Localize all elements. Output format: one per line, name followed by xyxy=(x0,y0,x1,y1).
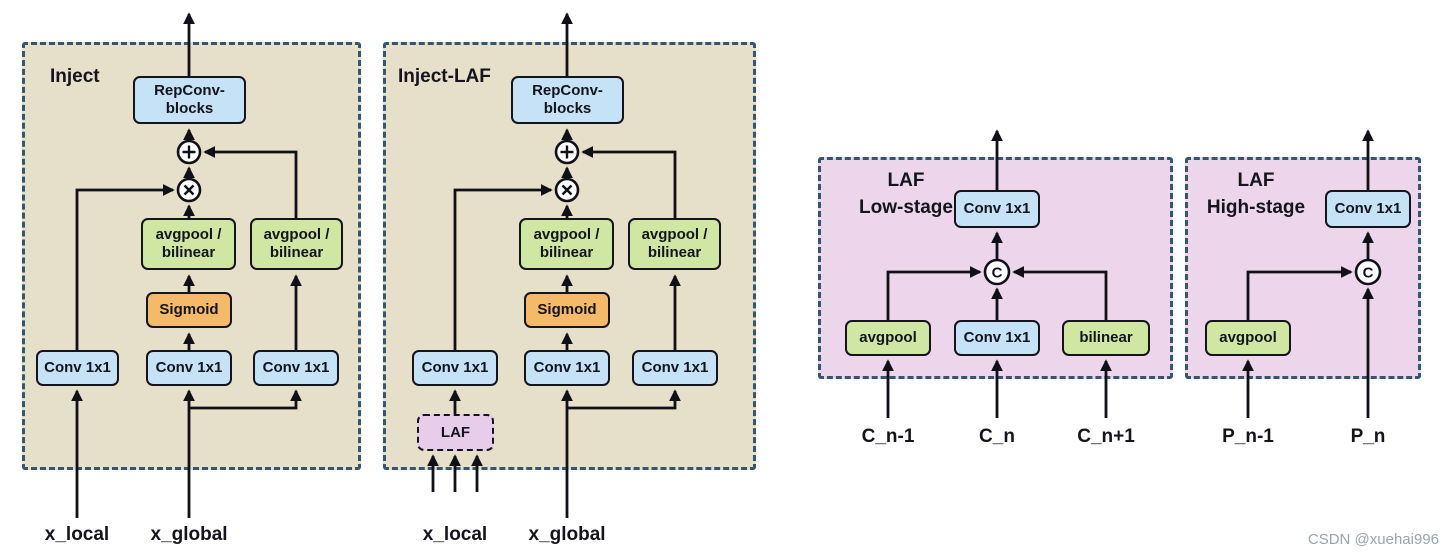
input-label-c-n-minus-1: C_n-1 xyxy=(861,426,915,447)
input-label-p-n: P_n xyxy=(1350,426,1386,447)
input-label-x-global: x_global xyxy=(528,524,606,545)
panel-title-inject-laf: Inject-LAF xyxy=(398,66,491,87)
sigmoid-box: Sigmoid xyxy=(146,292,232,328)
panel-title-laf-low: LAF Low-stage xyxy=(859,170,953,218)
input-label-x-local: x_local xyxy=(422,524,488,545)
conv1x1-box: Conv 1x1 xyxy=(632,350,718,386)
avgpool-bilinear-box: avgpool / bilinear xyxy=(250,218,343,270)
repconv-blocks-box: RepConv- blocks xyxy=(511,76,624,124)
avgpool-box: avgpool xyxy=(845,320,931,356)
input-label-c-n-plus-1: C_n+1 xyxy=(1077,426,1135,447)
bilinear-box: bilinear xyxy=(1062,320,1150,356)
conv1x1-box: Conv 1x1 xyxy=(36,350,119,386)
avgpool-bilinear-box: avgpool / bilinear xyxy=(519,218,614,270)
input-label-c-n: C_n xyxy=(979,426,1015,447)
conv1x1-box: Conv 1x1 xyxy=(524,350,610,386)
conv1x1-box: Conv 1x1 xyxy=(954,320,1040,356)
repconv-blocks-box: RepConv- blocks xyxy=(133,76,246,124)
watermark: CSDN @xuehai996 xyxy=(1307,531,1439,548)
input-label-x-local: x_local xyxy=(44,524,110,545)
conv1x1-box: Conv 1x1 xyxy=(954,190,1040,228)
input-label-p-n-minus-1: P_n-1 xyxy=(1222,426,1274,447)
laf-box: LAF xyxy=(417,414,494,451)
avgpool-box: avgpool xyxy=(1205,320,1291,356)
conv1x1-box: Conv 1x1 xyxy=(1325,190,1411,228)
sigmoid-box: Sigmoid xyxy=(524,292,610,328)
input-label-x-global: x_global xyxy=(150,524,228,545)
panel-title-laf-high: LAF High-stage xyxy=(1206,170,1306,218)
conv1x1-box: Conv 1x1 xyxy=(253,350,339,386)
conv1x1-box: Conv 1x1 xyxy=(146,350,232,386)
avgpool-bilinear-box: avgpool / bilinear xyxy=(628,218,721,270)
conv1x1-box: Conv 1x1 xyxy=(412,350,498,386)
panel-title-inject: Inject xyxy=(50,66,100,87)
avgpool-bilinear-box: avgpool / bilinear xyxy=(141,218,236,270)
